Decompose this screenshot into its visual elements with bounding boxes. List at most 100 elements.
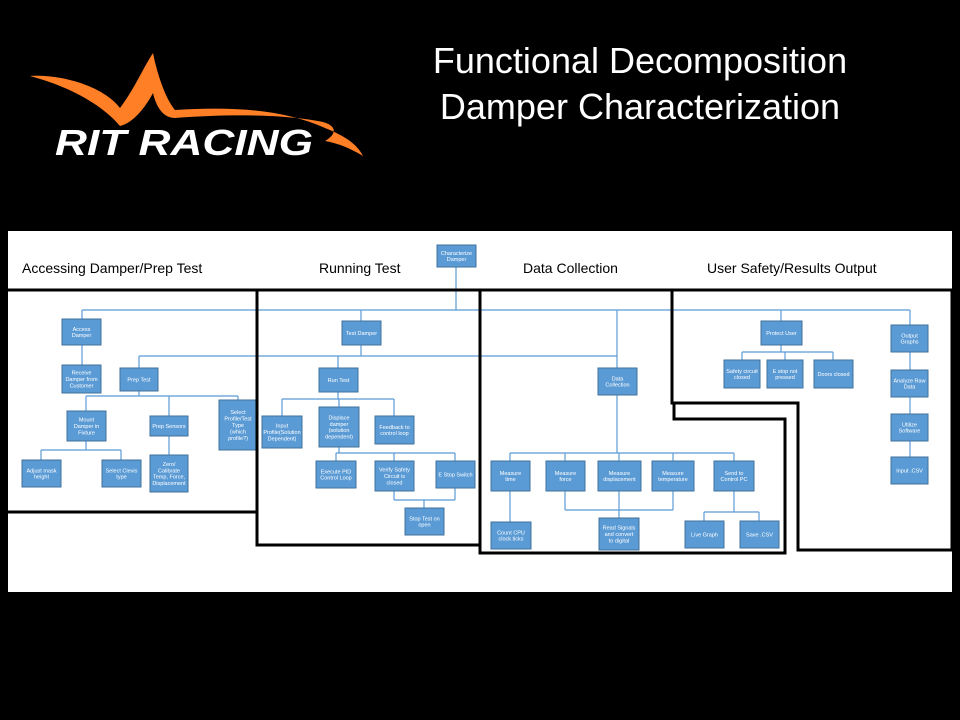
node-label: Input xyxy=(276,424,289,430)
node-box xyxy=(490,521,532,550)
region-layer xyxy=(8,288,954,555)
node-label: Collection xyxy=(605,383,629,389)
node-box xyxy=(651,460,695,492)
node-label: Measure xyxy=(609,471,630,477)
node-box xyxy=(760,320,803,346)
node-label: Temp, Force, xyxy=(153,475,186,481)
node-label: Software xyxy=(899,429,921,435)
node-box xyxy=(149,415,189,437)
node-run-test: Run Test xyxy=(318,367,359,393)
title-line-1: Functional Decomposition xyxy=(432,40,848,81)
region-safety-outline xyxy=(672,288,954,552)
node-box xyxy=(101,459,142,488)
node-label: Dependent) xyxy=(268,436,297,442)
node-label: Input .CSV xyxy=(896,469,923,475)
node-label: Select xyxy=(230,410,246,416)
node-label: Adjust mask xyxy=(27,468,57,474)
node-label: Protect User xyxy=(766,331,797,337)
node-label: Run Test xyxy=(328,378,350,384)
node-box xyxy=(890,413,929,442)
node-label: Displace xyxy=(328,415,349,421)
node-label: Damper xyxy=(447,257,467,263)
node-label: Execute PID xyxy=(321,469,352,475)
logo-swoosh xyxy=(30,53,363,156)
node-label: (which xyxy=(230,429,246,435)
connector-layer xyxy=(40,267,911,522)
node-label: E stop not xyxy=(773,369,798,375)
node-layer: CharacterizeDamperAccessDamperReceiveDam… xyxy=(21,244,929,551)
node-prep-test: Prep Test xyxy=(119,367,159,392)
node-label: Profile(Solution xyxy=(263,430,300,436)
node-estop-switch: E Stop Switch xyxy=(435,460,476,489)
node-label: Characterize xyxy=(441,251,472,257)
node-box xyxy=(766,359,804,389)
node-label: type xyxy=(116,475,126,481)
region-prep-outline xyxy=(8,288,259,514)
node-box xyxy=(149,454,189,493)
node-box xyxy=(404,507,445,536)
node-box xyxy=(66,410,107,442)
node-label: Measure xyxy=(500,471,521,477)
node-label: Data xyxy=(904,385,917,391)
node-box xyxy=(597,460,642,492)
node-label: (solution xyxy=(329,428,350,434)
node-box xyxy=(435,460,476,489)
node-test-damper: Test Damper xyxy=(341,320,382,346)
node-label: Prep Test xyxy=(127,378,151,384)
node-label: Receive xyxy=(72,371,92,377)
node-box xyxy=(813,359,854,389)
node-label: Access xyxy=(73,327,91,333)
node-label: Data xyxy=(612,376,625,382)
node-label: Measure xyxy=(662,471,683,477)
node-label: Calibrate xyxy=(158,468,180,474)
region-data-outline xyxy=(478,288,787,555)
node-label: and convert xyxy=(605,532,634,538)
node-label: Mount xyxy=(79,418,95,424)
node-box xyxy=(598,517,640,551)
node-box xyxy=(315,460,357,489)
node-box xyxy=(318,367,359,393)
node-label: Read Signals xyxy=(603,526,636,532)
node-input-csv: Input .CSV xyxy=(890,456,929,485)
node-label: Test Damper xyxy=(346,331,377,337)
node-box xyxy=(318,406,360,448)
node-label: Customer xyxy=(70,383,94,389)
title-line-2: Damper Characterization xyxy=(439,86,841,127)
node-box xyxy=(739,520,780,549)
node-label: Stop Test on xyxy=(409,516,439,522)
node-label: Graphs xyxy=(900,340,918,346)
node-label: dependent) xyxy=(325,435,353,441)
node-label: Utilize xyxy=(902,422,917,428)
node-label: Circuit is xyxy=(384,474,405,480)
node-box xyxy=(890,369,929,398)
node-label: profile?) xyxy=(228,436,248,442)
node-box xyxy=(218,399,258,451)
node-label: Doors closed xyxy=(817,372,849,378)
node-label: closed xyxy=(387,480,403,486)
node-box xyxy=(61,318,102,346)
node-label: Live Graph xyxy=(691,533,718,539)
